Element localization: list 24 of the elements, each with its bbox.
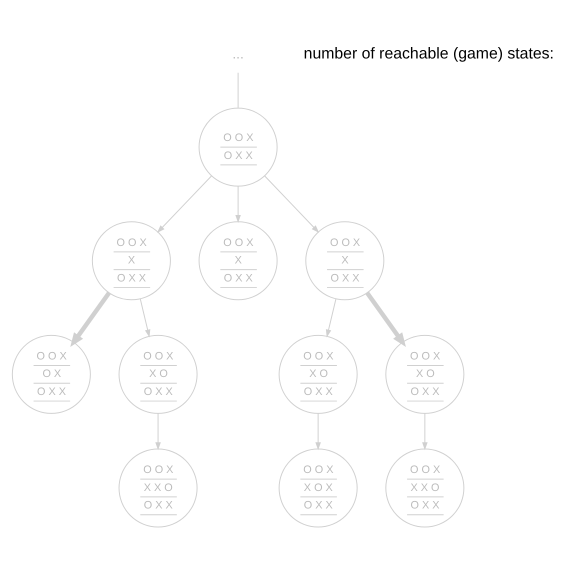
node-circle: O O X X O X X [92, 221, 171, 300]
arrow [422, 413, 428, 450]
node-circle: O O X O X O X X [12, 334, 91, 414]
node-circle: O O X X O O X X [385, 334, 464, 414]
node-circle: O O X X X O O X X [118, 448, 198, 528]
arrow [315, 413, 321, 450]
connector [238, 72, 239, 108]
arrow [264, 176, 320, 233]
node-circle: O O X X O O X X [118, 334, 198, 414]
node-circle: O O X X O X X [305, 221, 384, 300]
label: number of reachable (game) states: [304, 45, 554, 62]
node-circle: O O X X O X X [198, 221, 278, 300]
arrow [155, 413, 161, 450]
node-circle: O O X X O O X X [278, 334, 358, 414]
node-text: ... [232, 45, 244, 62]
node-circle: O O X X O X O X X [278, 448, 358, 528]
arrow [365, 292, 406, 347]
node-circle: O O X X X O O X X [385, 448, 464, 528]
arrow [70, 292, 111, 347]
node-circle: O O X O X X [198, 108, 278, 187]
arrow [326, 298, 336, 338]
arrow [140, 298, 150, 338]
arrow [235, 186, 241, 223]
arrow [157, 176, 212, 233]
